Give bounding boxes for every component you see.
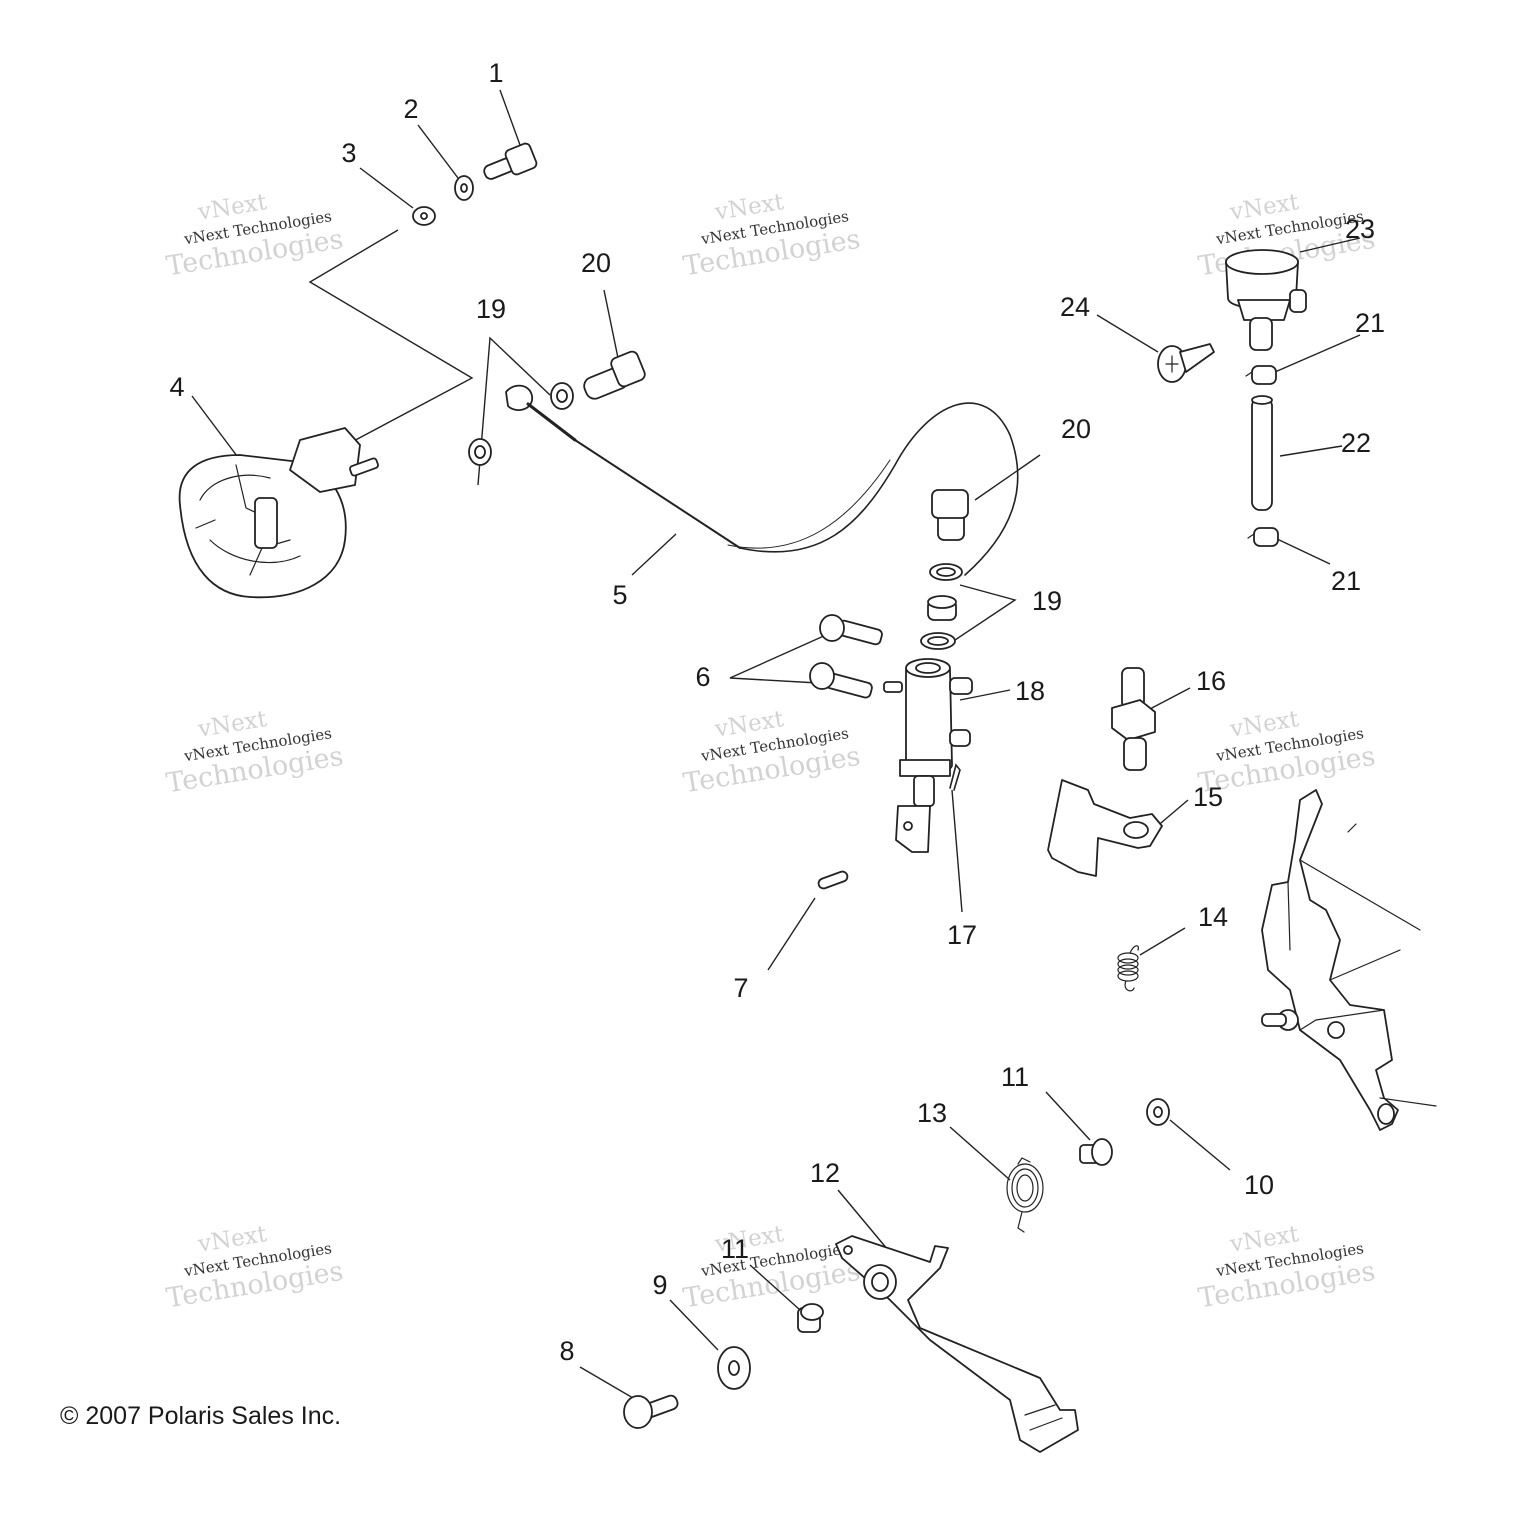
callout-21-upper: 21 — [1355, 308, 1385, 338]
part-19-washers — [468, 382, 963, 650]
part-9-washer — [717, 1346, 751, 1390]
part-10-washer — [1146, 1098, 1170, 1126]
callout-19-upper: 19 — [476, 294, 506, 324]
watermark: vNext vNext Technologies Technologies — [681, 189, 862, 282]
watermark: vNext vNext Technologies Technologies — [1196, 1221, 1377, 1314]
callout-24: 24 — [1060, 292, 1090, 322]
leader-21-upper — [1274, 334, 1361, 373]
part-15-bracket — [1047, 779, 1163, 877]
callout-8: 8 — [559, 1336, 574, 1366]
callout-15: 15 — [1193, 782, 1223, 812]
part-20-banjo-bolt-lower — [931, 489, 969, 541]
part-8-bolt — [623, 1394, 679, 1429]
part-pedal-frame — [1261, 789, 1437, 1131]
callout-17: 17 — [947, 920, 977, 950]
part-23-reservoir — [1225, 249, 1307, 351]
part-20-banjo-bolt-upper — [583, 350, 646, 400]
leader-14 — [1139, 927, 1186, 956]
leader-20-lower — [974, 454, 1041, 501]
copyright-notice: © 2007 Polaris Sales Inc. — [60, 1402, 342, 1430]
leader-18 — [959, 689, 1011, 701]
callout-22: 22 — [1341, 428, 1371, 458]
callout-numbers: 1 2 3 4 5 6 7 8 9 10 11 11 12 13 14 15 1… — [169, 58, 1385, 1366]
part-18-master-cylinder — [883, 658, 973, 853]
callout-21-lower: 21 — [1331, 566, 1361, 596]
leader-21-lower — [1274, 537, 1331, 565]
leader-11-lower — [749, 1264, 801, 1311]
callout-12: 12 — [810, 1158, 840, 1188]
leader-11-upper — [1045, 1091, 1091, 1141]
leader-3-to-caliper — [308, 229, 474, 445]
leader-2 — [417, 124, 459, 179]
callout-13: 13 — [917, 1098, 947, 1128]
callout-1: 1 — [488, 58, 503, 88]
callout-20-lower: 20 — [1061, 414, 1091, 444]
part-5-brake-line — [505, 384, 1019, 576]
callout-2: 2 — [403, 94, 418, 124]
part-spacer — [927, 595, 957, 621]
leader-7 — [767, 897, 816, 971]
leader-1 — [499, 89, 521, 146]
part-7-pin — [817, 870, 849, 890]
leader-6 — [729, 634, 827, 684]
callout-7: 7 — [733, 973, 748, 1003]
callout-9: 9 — [652, 1270, 667, 1300]
part-12-brake-pedal — [835, 1235, 1079, 1453]
watermark: vNext vNext Technologies Technologies — [164, 1221, 345, 1314]
part-11-bushing-lower — [797, 1303, 824, 1333]
watermark: vNext vNext Technologies Technologies — [681, 1221, 862, 1314]
part-21-clamp-upper — [1245, 365, 1277, 385]
callout-19-lower: 19 — [1032, 586, 1062, 616]
leader-5 — [631, 533, 677, 576]
part-6-bolts — [809, 614, 883, 699]
callout-11-lower: 11 — [721, 1234, 749, 1264]
callout-5: 5 — [612, 580, 627, 610]
part-11-bushing-upper — [1079, 1138, 1113, 1166]
callout-23: 23 — [1345, 214, 1375, 244]
part-1-bolt — [483, 142, 538, 180]
leader-3 — [359, 167, 414, 209]
watermark: vNext vNext Technologies Technologies — [164, 706, 345, 799]
leader-24 — [1096, 314, 1159, 353]
leader-12 — [837, 1189, 889, 1251]
part-17-cotter-pin — [949, 763, 961, 791]
leader-4 — [191, 395, 241, 461]
leader-13 — [949, 1126, 1011, 1181]
callout-16: 16 — [1196, 666, 1226, 696]
leader-19-upper — [477, 336, 551, 486]
part-4-brake-caliper — [178, 427, 379, 599]
leader-22 — [1279, 445, 1343, 457]
callout-10: 10 — [1244, 1170, 1274, 1200]
callout-18: 18 — [1015, 676, 1045, 706]
callout-4: 4 — [169, 372, 184, 402]
part-14-extension-spring — [1117, 945, 1139, 992]
callout-6: 6 — [695, 662, 710, 692]
part-3-washer — [412, 206, 436, 226]
part-2-washer — [454, 175, 474, 201]
part-21-clamp-lower — [1247, 527, 1279, 547]
callout-20-upper: 20 — [581, 248, 611, 278]
leader-19-lower — [954, 584, 1017, 641]
part-24-screw — [1157, 343, 1215, 383]
leader-16 — [1147, 687, 1191, 711]
part-13-return-spring — [1006, 1157, 1044, 1233]
callout-11-upper: 11 — [1001, 1062, 1029, 1092]
leader-17 — [951, 789, 963, 913]
watermark: vNext vNext Technologies Technologies — [681, 706, 862, 799]
leader-9 — [669, 1299, 719, 1351]
leader-23 — [1299, 237, 1361, 253]
callout-3: 3 — [341, 138, 356, 168]
part-16-brake-switch — [1111, 667, 1156, 771]
part-22-hose — [1251, 395, 1273, 511]
leader-20-upper — [603, 289, 619, 359]
leader-lines — [191, 89, 1361, 1406]
callout-14: 14 — [1198, 902, 1228, 932]
watermark: vNext vNext Technologies Technologies — [164, 189, 345, 282]
leader-10 — [1169, 1119, 1231, 1171]
